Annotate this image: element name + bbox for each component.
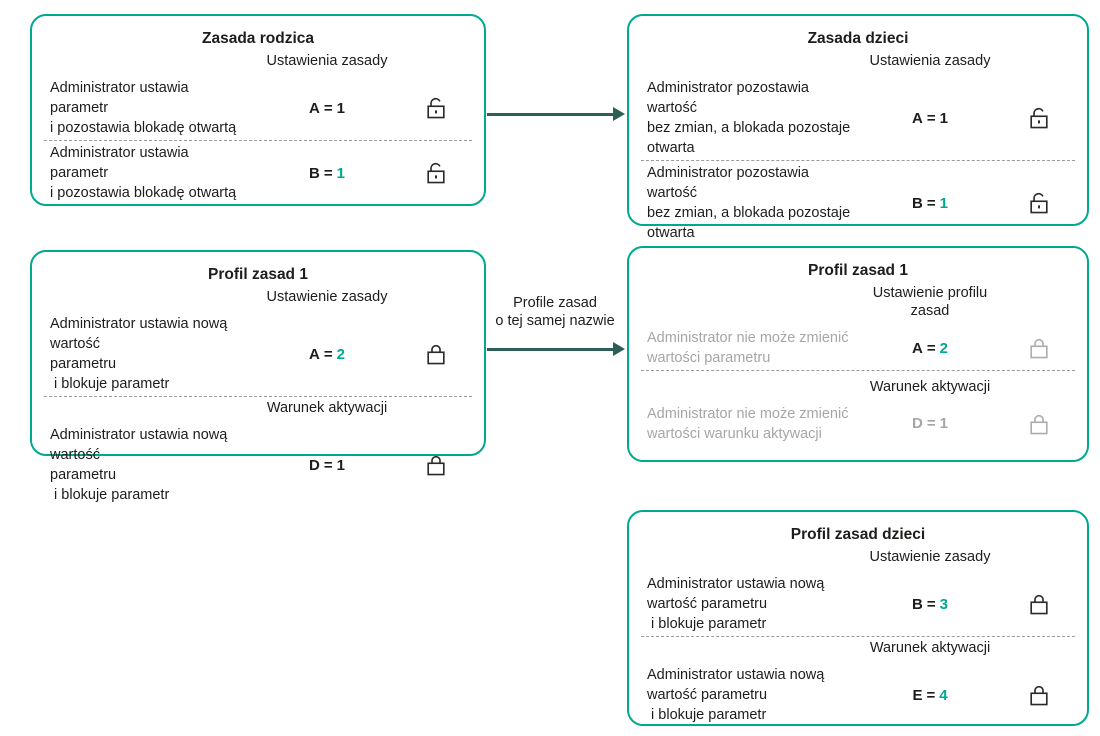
box-policy-profile-1-inherited: Profil zasad 1 Ustawienie profilu zasad … — [627, 246, 1089, 462]
box-title: Profil zasad 1 — [208, 266, 308, 283]
profile-inheritance-arrow-icon — [487, 342, 625, 356]
box-policy-profile-1: Profil zasad 1 Ustawienie zasady Adminis… — [30, 250, 486, 503]
section-description: Administrator ustawia parametr i pozosta… — [50, 80, 237, 137]
section-label: Ustawienia zasady — [869, 53, 991, 69]
box-child-policy: Zasada dzieci Ustawienia zasady Administ… — [627, 14, 1089, 241]
lock-closed-icon — [423, 452, 449, 478]
dashed-divider — [641, 160, 1075, 162]
policy-setting-row: Administrator pozostawia wartość bez zmi… — [647, 163, 1069, 243]
parameter-value: B=3 — [912, 595, 948, 613]
box-title: Profil zasad 1 — [808, 262, 908, 279]
policy-setting-row: Ustawienia zasady Administrator ustawia … — [50, 52, 466, 138]
lock-open-icon — [1026, 105, 1052, 131]
section-description: Administrator nie może zmienić wartości … — [647, 330, 849, 367]
section-description: Administrator ustawia nową wartość param… — [647, 576, 825, 633]
section-description: Administrator ustawia nową wartość param… — [50, 427, 228, 504]
parameter-value: D=1 — [912, 415, 948, 433]
dashed-divider — [44, 140, 472, 142]
box-title: Profil zasad dzieci — [790, 526, 926, 543]
section-label: Warunek aktywacji — [266, 400, 388, 417]
policy-setting-row: Administrator ustawia parametr i pozosta… — [50, 143, 466, 203]
lock-open-icon — [1026, 190, 1052, 216]
box-parent-policy: Zasada rodzica Ustawienia zasady Adminis… — [30, 14, 486, 206]
parameter-value: A=2 — [309, 345, 345, 363]
parameter-value: B=1 — [309, 164, 345, 182]
policy-setting-row: Ustawienie zasady Administrator ustawia … — [50, 288, 466, 394]
section-description: Administrator pozostawia wartość bez zmi… — [647, 80, 851, 157]
lock-open-icon — [423, 160, 449, 186]
dashed-divider — [641, 636, 1075, 638]
lock-closed-icon — [1026, 682, 1052, 708]
parameter-value: E=4 — [912, 686, 948, 704]
section-label: Ustawienie profilu zasad — [872, 285, 988, 320]
policy-setting-row: Ustawienia zasady Administrator pozostaw… — [647, 52, 1069, 158]
section-description: Administrator pozostawia wartość bez zmi… — [647, 165, 851, 242]
activation-condition-row: Warunek aktywacji Administrator nie może… — [647, 373, 1069, 448]
section-label: Ustawienia zasady — [266, 53, 388, 69]
parameter-value: A=1 — [912, 109, 948, 127]
lock-closed-icon — [1026, 591, 1052, 617]
box-title: Zasada rodzica — [202, 30, 314, 47]
policy-setting-row: Ustawienie profilu zasad Administrator n… — [647, 284, 1069, 368]
activation-condition-row: Warunek aktywacji Administrator ustawia … — [50, 399, 466, 505]
activation-condition-row: Warunek aktywacji Administrator ustawia … — [647, 639, 1069, 725]
arrow-label: Profile zasad o tej samej nazwie — [495, 295, 615, 330]
parameter-value: A=2 — [912, 339, 948, 357]
section-description: Administrator ustawia nową wartość param… — [50, 316, 228, 393]
lock-closed-icon — [1026, 411, 1052, 437]
parameter-value: A=1 — [309, 99, 345, 117]
section-label: Ustawienie zasady — [869, 549, 991, 565]
dashed-divider — [44, 396, 472, 398]
policy-setting-row: Ustawienie zasady Administrator ustawia … — [647, 548, 1069, 634]
section-description: Administrator ustawia nową wartość param… — [647, 667, 825, 724]
section-description: Administrator ustawia parametr i pozosta… — [50, 145, 237, 202]
section-label: Warunek aktywacji — [869, 640, 991, 657]
lock-closed-icon — [1026, 335, 1052, 361]
lock-open-icon — [423, 95, 449, 121]
box-child-policy-profile: Profil zasad dzieci Ustawienie zasady Ad… — [627, 510, 1089, 726]
section-description: Administrator nie może zmienić wartości … — [647, 405, 849, 442]
inheritance-arrow-icon — [487, 107, 625, 121]
lock-closed-icon — [423, 341, 449, 367]
section-label: Warunek aktywacji — [869, 378, 991, 395]
parameter-value: B=1 — [912, 194, 948, 212]
box-title: Zasada dzieci — [807, 30, 909, 47]
section-label: Ustawienie zasady — [266, 289, 388, 305]
parameter-value: D=1 — [309, 456, 345, 474]
dashed-divider — [641, 370, 1075, 372]
